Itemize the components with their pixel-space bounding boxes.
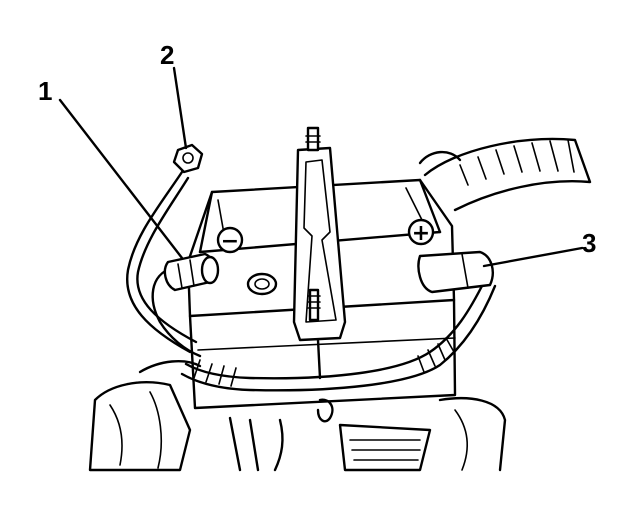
leader-2 xyxy=(172,66,188,150)
engine-bay-lower xyxy=(88,360,507,472)
upper-hose xyxy=(418,137,592,212)
positive-cable xyxy=(180,250,497,392)
callout-3: 3 xyxy=(582,228,596,258)
callout-1: 1 xyxy=(38,76,52,106)
negative-cable xyxy=(125,170,220,358)
leader-1 xyxy=(58,98,184,260)
leader-3 xyxy=(482,246,584,268)
callout-2: 2 xyxy=(160,40,174,70)
hold-down-clamp xyxy=(292,126,347,380)
ground-bolt xyxy=(172,143,204,174)
vent-cap xyxy=(246,272,278,296)
leader-lines xyxy=(58,66,584,268)
negative-terminal-symbol: − xyxy=(216,226,244,254)
positive-terminal-symbol: + xyxy=(407,218,435,246)
positive-sign: + xyxy=(412,221,430,246)
negative-sign: − xyxy=(221,229,239,254)
